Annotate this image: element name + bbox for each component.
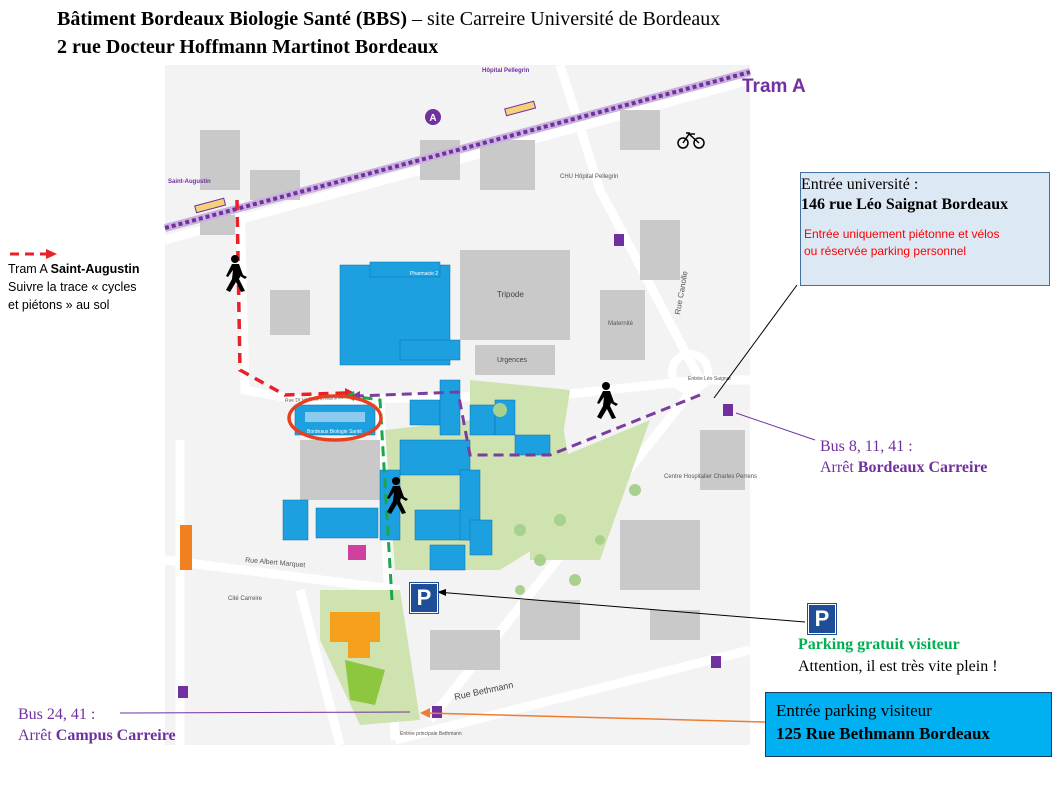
orange-building <box>330 612 380 642</box>
entree-note-line1: Entrée uniquement piétonne et vélos <box>804 227 1000 241</box>
legend-station: Saint-Augustin <box>50 262 140 276</box>
bus-stop-icons <box>178 234 733 718</box>
bus-carreire-lines: Bus 8, 11, 41 : <box>820 438 913 455</box>
callout-bus-carreire <box>735 412 816 441</box>
tram-platform-saint-augustin <box>194 197 227 214</box>
bus-stop-icon <box>723 404 733 416</box>
tram-station-badge <box>425 109 441 125</box>
bus-campus-prefix: Arrêt <box>18 727 56 744</box>
entree-universite-box: Entrée université : 146 rue Léo Saignat … <box>800 172 1050 286</box>
pink-building <box>348 545 366 560</box>
university-buildings <box>282 261 551 571</box>
callout-bus-campus <box>119 711 411 714</box>
bicycle-icon <box>677 132 705 149</box>
bus-carreire-prefix: Arrêt <box>820 459 858 476</box>
tram-platform-pellegrin <box>504 100 537 117</box>
legend-prefix: Tram A <box>8 262 51 276</box>
bus-campus-stop: Campus Carreire <box>55 727 176 744</box>
tram-badge-letter: A <box>429 113 436 124</box>
entree-parking-label: Entrée parking visiteur <box>776 701 932 720</box>
bbs-highlight-ellipse <box>287 394 383 442</box>
sports-area <box>345 660 385 705</box>
entree-parking-box: Entrée parking visiteur 125 Rue Bethmann… <box>765 692 1052 757</box>
label-entree-bethmann: Entrée principale Bethmann <box>400 731 462 737</box>
page-address: 2 rue Docteur Hoffmann Martinot Bordeaux <box>57 36 439 58</box>
bus-carreire-info: Bus 8, 11, 41 : Arrêt Bordeaux Carreire <box>820 436 987 478</box>
parking-title: Parking gratuit visiteur <box>798 636 960 653</box>
entree-note-line2: ou réservée parking personnel <box>804 244 967 258</box>
callout-parking <box>436 591 806 623</box>
bus-campus-lines: Bus 24, 41 : <box>18 706 96 723</box>
trees <box>493 403 641 595</box>
label-centre-hospitalier: Centre Hospitalier Charles Perrens <box>664 474 757 480</box>
parking-icon: P <box>807 603 837 635</box>
purple-path-from-leo-saignat <box>357 390 701 457</box>
bus-carreire-stop: Bordeaux Carreire <box>857 459 988 476</box>
label-pharmacie: Pharmacie 2 <box>410 271 438 277</box>
parking-warning: Attention, il est très vite plein ! <box>798 658 998 675</box>
label-hopital-pellegrin: Hôpital Pellegrin <box>482 68 530 74</box>
page-title: Bâtiment Bordeaux Biologie Santé (BBS) –… <box>57 8 720 31</box>
bus-stop-icon <box>178 686 188 698</box>
label-tripode: Tripode <box>497 290 524 299</box>
label-entree-leo-saignat: Entrée Léo Saignat <box>688 376 731 382</box>
bus-campus-info: Bus 24, 41 : Arrêt Campus Carreire <box>18 704 176 746</box>
bus-stop-icon <box>711 656 721 668</box>
callout-entree-parking <box>424 712 766 723</box>
callout-entree-universite <box>713 284 798 399</box>
label-maternite: Maternité <box>608 321 634 327</box>
green-path-from-parking <box>351 394 394 601</box>
pedestrian-icon <box>226 255 247 292</box>
title-bold: Bâtiment Bordeaux Biologie Santé (BBS) <box>57 8 408 30</box>
legend-line2: Suivre la trace « cycles <box>8 280 137 294</box>
entree-universite-label: Entrée université : <box>801 176 919 193</box>
pedestrian-icon <box>597 382 618 419</box>
label-bbs-building: Bordeaux Biologie Santé <box>307 429 362 435</box>
title-rest: – site Carreire Université de Bordeaux <box>407 8 721 30</box>
label-saint-augustin: Saint-Augustin <box>168 179 211 185</box>
legend-line3: et piétons » au sol <box>8 298 110 312</box>
label-urgences: Urgences <box>497 357 527 364</box>
bus-stop-icon <box>614 234 624 246</box>
bus-stop-icon <box>432 706 442 718</box>
tram-line <box>164 70 751 230</box>
parking-icon-map: P <box>409 582 439 614</box>
label-cite-carreire: Cité Carreire <box>228 596 263 602</box>
entree-parking-address: 125 Rue Bethmann Bordeaux <box>776 724 990 743</box>
pedestrian-icon <box>387 477 408 514</box>
label-chu: CHU Hôpital Pellegrin <box>560 174 618 180</box>
residence-building <box>180 525 192 570</box>
pedestrian-icons <box>226 255 618 514</box>
tram-a-label: Tram A <box>742 76 806 97</box>
legend-tram-route: Tram A Saint-Augustin Suivre la trace « … <box>8 260 140 314</box>
entree-universite-address: 146 rue Léo Saignat Bordeaux <box>801 196 1009 213</box>
